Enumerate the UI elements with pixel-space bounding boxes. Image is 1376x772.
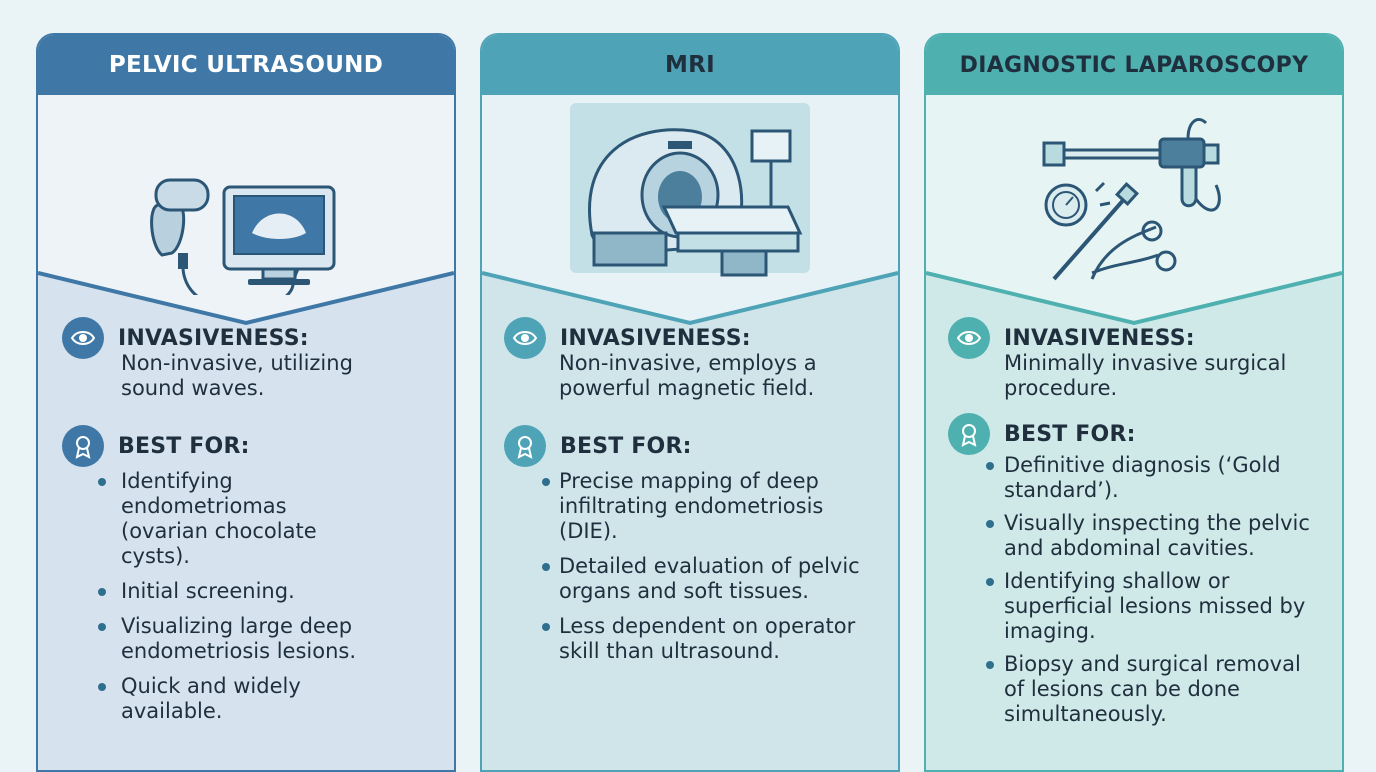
award-ribbon-icon <box>948 413 990 455</box>
best-for-section: BEST FOR: Identifying endometriomas (ova… <box>38 425 454 734</box>
eye-icon <box>504 317 546 359</box>
invasiveness-label: INVASIVENESS: <box>118 325 309 351</box>
invasiveness-section: INVASIVENESS: Non-invasive, utilizing so… <box>38 317 454 401</box>
card-title: DIAGNOSTIC LAPAROSCOPY <box>926 35 1342 95</box>
list-item: Detailed evaluation of pelvic organs and… <box>482 554 869 604</box>
card-diagnostic-laparoscopy: DIAGNOSTIC LAPAROSCOPY <box>924 33 1344 772</box>
card-title: MRI <box>482 35 898 95</box>
eye-icon <box>62 317 104 359</box>
mri-scanner-icon <box>570 103 810 277</box>
card-title: PELVIC ULTRASOUND <box>38 35 454 95</box>
card-pelvic-ultrasound: PELVIC ULTRASOUND INVASIVENESS <box>36 33 456 772</box>
invasiveness-section: INVASIVENESS: Non-invasive, employs a po… <box>482 317 898 401</box>
ultrasound-machine-icon <box>150 178 336 295</box>
invasiveness-text: Non-invasive, employs a powerful magneti… <box>559 351 817 400</box>
list-item: Precise mapping of deep infiltrating end… <box>482 469 859 544</box>
list-item: Definitive diagnosis (‘Gold standard’). <box>926 453 1304 503</box>
laparoscopy-instruments-icon <box>1042 118 1221 281</box>
award-ribbon-icon <box>504 425 546 467</box>
invasiveness-section: INVASIVENESS: Minimally invasive surgica… <box>926 317 1342 401</box>
list-item: Less dependent on operator skill than ul… <box>482 614 879 664</box>
card-mri: MRI INVAS <box>480 33 900 772</box>
invasiveness-text: Non-invasive, utilizing sound waves. <box>121 351 353 400</box>
best-for-label: BEST FOR: <box>1004 421 1136 447</box>
eye-icon <box>948 317 990 359</box>
list-item: Initial screening. <box>38 579 368 604</box>
invasiveness-text: Minimally invasive surgical procedure. <box>1004 351 1287 400</box>
illustration-panel <box>926 95 1342 326</box>
best-for-label: BEST FOR: <box>118 433 250 459</box>
list-item: Visualizing large deep endometriosis les… <box>38 614 371 664</box>
invasiveness-label: INVASIVENESS: <box>560 325 751 351</box>
best-for-section: BEST FOR: Definitive diagnosis (‘Gold st… <box>926 413 1342 727</box>
list-item: Visually inspecting the pelvic and abdom… <box>926 511 1324 561</box>
award-ribbon-icon <box>62 425 104 467</box>
list-item: Quick and widely available. <box>38 674 368 724</box>
list-item: Identifying endometriomas (ovarian choco… <box>38 469 361 569</box>
list-item: Biopsy and surgical removal of lesions c… <box>926 652 1316 727</box>
best-for-label: BEST FOR: <box>560 433 692 459</box>
best-for-section: BEST FOR: Precise mapping of deep infilt… <box>482 425 898 674</box>
invasiveness-label: INVASIVENESS: <box>1004 325 1195 351</box>
list-item: Identifying shallow or superficial lesio… <box>926 569 1322 644</box>
